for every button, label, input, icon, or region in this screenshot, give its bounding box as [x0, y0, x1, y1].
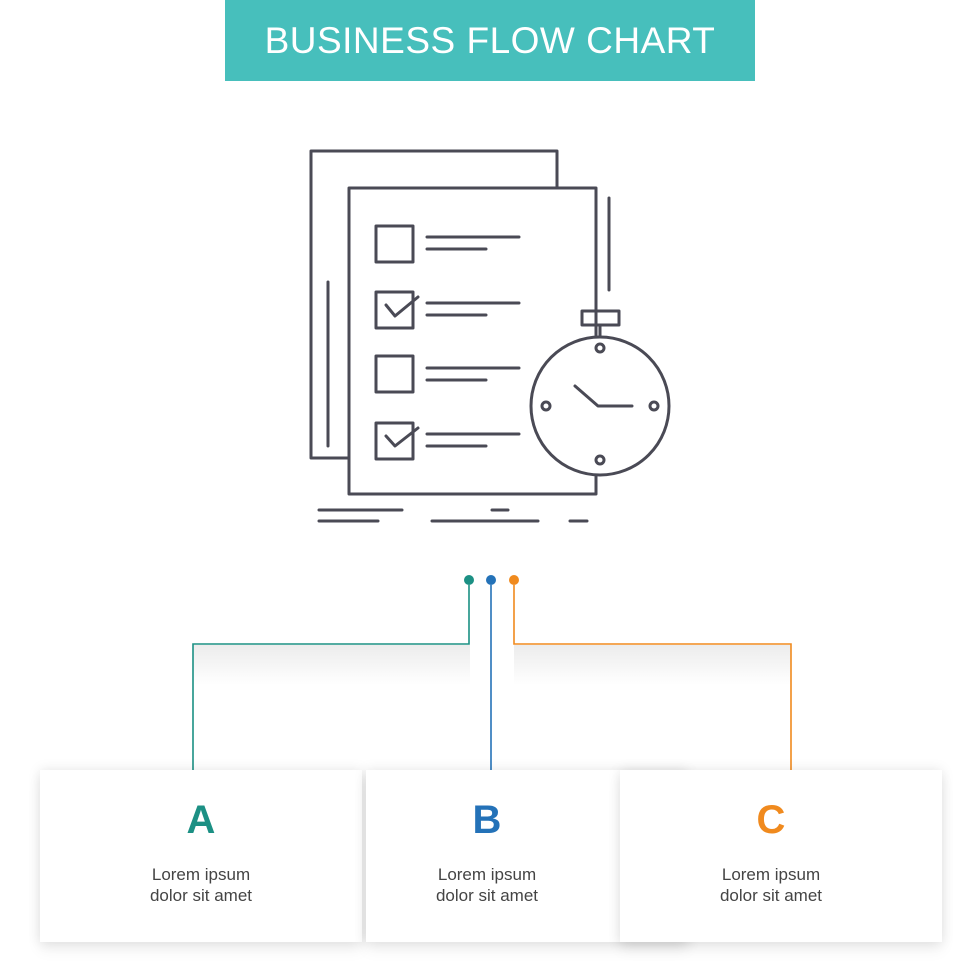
- connector-c: [509, 575, 792, 780]
- title-banner: BUSINESS FLOW CHART: [225, 0, 755, 81]
- connector-dot-c: [509, 575, 519, 585]
- step-a-line-1: Lorem ipsum: [151, 865, 251, 884]
- connector-b: [486, 575, 496, 770]
- checklist-stopwatch-icon: [309, 149, 671, 523]
- connector-lines: [192, 575, 792, 780]
- step-c-line-2: dolor sit amet: [719, 886, 823, 905]
- page-title: BUSINESS FLOW CHART: [264, 19, 716, 61]
- connector-shade-c: [514, 645, 791, 685]
- step-b-line-1: Lorem ipsum: [437, 865, 537, 884]
- connector-a: [192, 575, 474, 780]
- connector-dot-a: [464, 575, 474, 585]
- step-text-b: Lorem ipsum dolor sit amet: [286, 864, 688, 906]
- step-a-line-2: dolor sit amet: [149, 886, 253, 905]
- step-letter-c: C: [756, 798, 786, 842]
- step-text-c: Lorem ipsum dolor sit amet: [600, 864, 942, 906]
- connector-dot-b: [486, 575, 496, 585]
- step-card-c: C Lorem ipsum dolor sit amet: [620, 770, 942, 942]
- step-c-line-1: Lorem ipsum: [721, 865, 821, 884]
- step-text-a: Lorem ipsum dolor sit amet: [40, 864, 362, 906]
- step-b-line-2: dolor sit amet: [435, 886, 539, 905]
- connector-shade-a: [193, 645, 470, 685]
- step-letter-a: A: [186, 798, 216, 842]
- step-letter-b: B: [472, 798, 502, 842]
- step-card-a: A Lorem ipsum dolor sit amet: [40, 770, 362, 942]
